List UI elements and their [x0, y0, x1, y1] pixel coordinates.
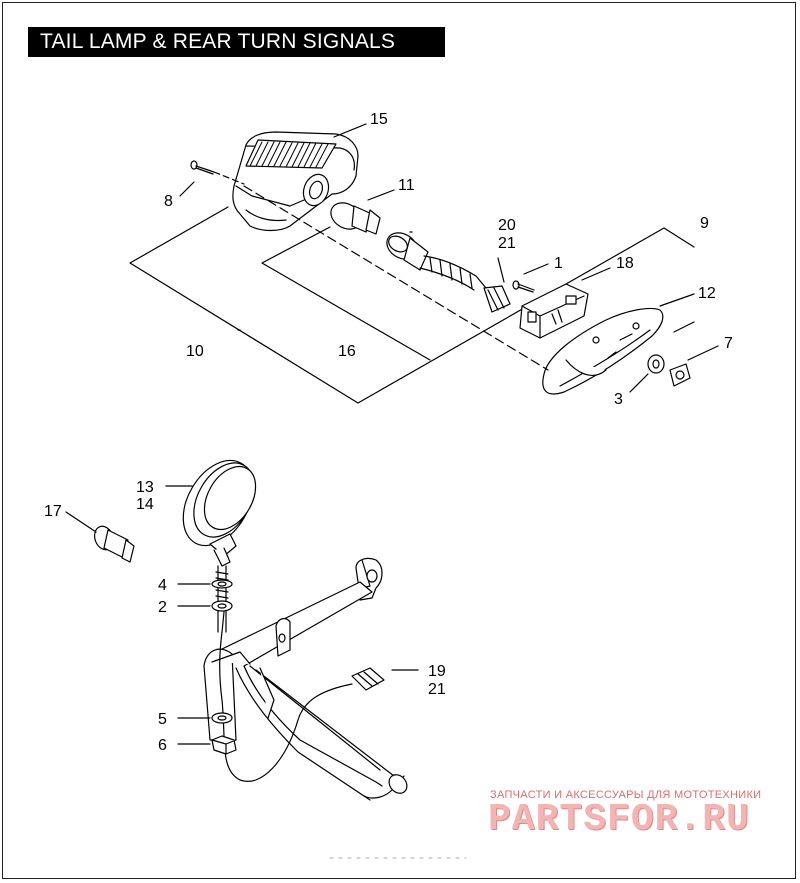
callout-14: 14 — [136, 496, 154, 513]
callout-leaders-bottom — [65, 485, 419, 745]
callout-leaders-top — [179, 123, 719, 393]
callout-6: 6 — [158, 737, 167, 754]
callout-18: 18 — [616, 255, 634, 272]
callout-12: 12 — [698, 285, 716, 302]
assembly-outline-box — [129, 206, 695, 404]
callout-17: 17 — [44, 503, 62, 520]
turn-signal-lamp — [182, 459, 257, 567]
washer-2-hole — [217, 603, 227, 609]
callout-21-top: 21 — [498, 235, 516, 252]
callout-19: 19 — [428, 663, 446, 680]
washer-3 — [647, 354, 665, 374]
diagram-title: TAIL LAMP & REAR TURN SIGNALS — [40, 30, 396, 53]
callout-16: 16 — [338, 343, 356, 360]
signal-wire — [219, 611, 353, 782]
washer-4 — [211, 579, 233, 589]
callout-9: 9 — [700, 215, 709, 232]
callout-21-bottom: 21 — [428, 681, 446, 698]
title-bar — [28, 27, 445, 57]
tail-lamp-housing — [232, 131, 359, 232]
callout-7: 7 — [724, 335, 733, 352]
assembly-axis-dash — [243, 185, 549, 371]
wire-connector — [351, 667, 385, 691]
mounting-bar — [203, 557, 408, 801]
washer-5-hole — [217, 715, 227, 721]
callout-11: 11 — [398, 177, 415, 194]
callout-2: 2 — [158, 599, 167, 616]
callout-labels: 15 8 11 20 21 9 1 18 12 10 16 7 3 13 14 … — [44, 111, 733, 754]
callout-5: 5 — [158, 711, 167, 728]
callout-8: 8 — [164, 193, 173, 210]
callout-15: 15 — [370, 111, 388, 128]
lamp-bracket — [519, 283, 589, 339]
nut-7 — [669, 363, 691, 387]
callout-4: 4 — [158, 577, 167, 594]
screw-8-leader-dash — [213, 171, 245, 185]
socket-harness — [386, 232, 511, 313]
callout-20: 20 — [498, 217, 516, 234]
watermark-subtitle: ЗАПЧАСТИ И АКСЕССУАРЫ ДЛЯ МОТОТЕХНИКИ — [490, 789, 762, 801]
tail-bulb — [330, 202, 381, 235]
subassembly-outline-box — [261, 226, 431, 361]
screw-1 — [512, 280, 535, 293]
callout-1: 1 — [554, 255, 563, 272]
nut-6 — [211, 735, 237, 755]
washer-5 — [211, 712, 233, 724]
callout-10: 10 — [186, 343, 204, 360]
washer-2 — [211, 600, 233, 612]
washer-4-hole — [217, 581, 227, 587]
turn-signal-bulb — [93, 525, 135, 563]
callout-3: 3 — [614, 391, 623, 408]
callout-13: 13 — [136, 479, 154, 496]
watermark-logo: PARTSFOR.RU — [488, 798, 750, 841]
lamp-base — [542, 307, 664, 395]
screw-8 — [190, 160, 215, 175]
signal-stud — [215, 565, 229, 633]
